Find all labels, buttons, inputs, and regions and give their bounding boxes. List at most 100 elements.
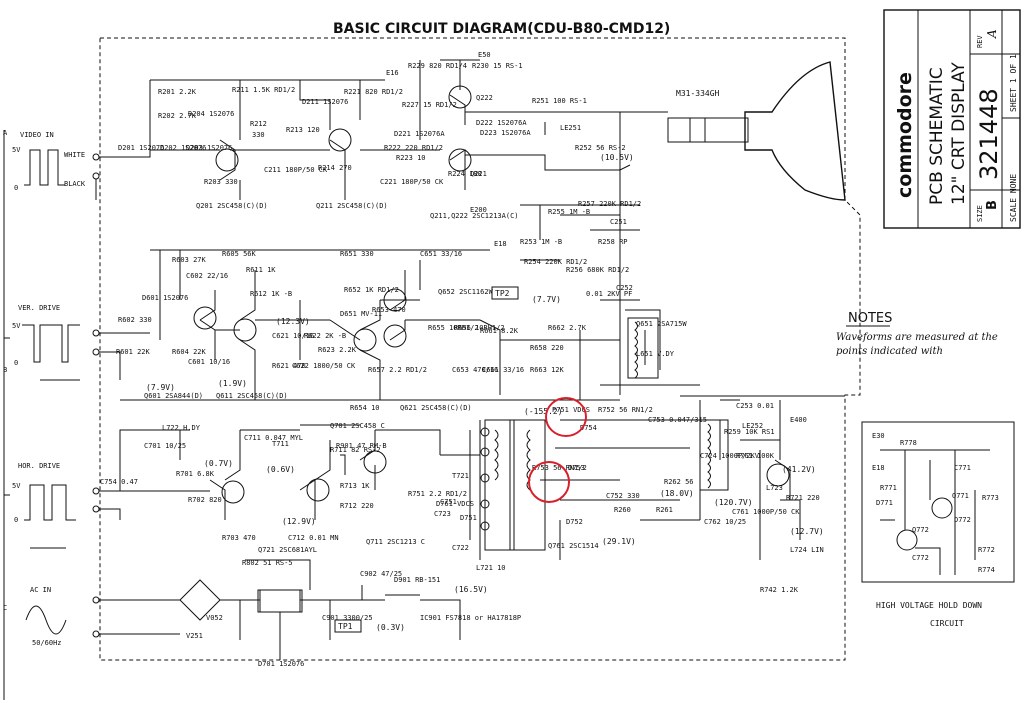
component-label: LE251 xyxy=(560,124,581,132)
component-label: C653 470/16 xyxy=(452,366,498,374)
component-label: R652 1K RD1/2 xyxy=(344,286,399,294)
hv-hold-down-block: E30 E18 R778 R771 C771 D771 Q771 R773 D7… xyxy=(861,421,1015,628)
component-label: R201 2.2K xyxy=(158,88,197,96)
component-label: V251 xyxy=(186,632,203,640)
ac-input: AC IN 50/60Hz xyxy=(25,586,100,647)
voltage-label: (7.7V) xyxy=(532,295,561,304)
component-label: E50 xyxy=(478,51,491,59)
component-label: R602 330 xyxy=(118,316,152,324)
component-label: C751 xyxy=(440,498,457,506)
component-label: C622 1800/50 CK xyxy=(292,362,356,370)
component-label: C602 22/16 xyxy=(186,272,228,280)
component-label: Q621 2SC458(C)(D) xyxy=(400,404,472,412)
voltage-label: (0.7V) xyxy=(204,459,233,468)
svg-text:0: 0 xyxy=(14,516,18,524)
component-label: R712 220 xyxy=(340,502,374,510)
voltage-label: (12.3V) xyxy=(276,317,310,326)
svg-text:R771: R771 xyxy=(880,484,897,492)
diagram-title: BASIC CIRCUIT DIAGRAM(CDU-B80-CMD12) xyxy=(333,21,670,37)
component-label: R663 12K xyxy=(530,366,565,374)
component-label: R223 10 xyxy=(396,154,426,162)
component-label: D223 1S2076A xyxy=(480,129,531,137)
component-label: R721 220 xyxy=(786,494,820,502)
hv-block-title: HIGH VOLTAGE HOLD DOWN xyxy=(876,601,982,610)
svg-text:R773: R773 xyxy=(982,494,999,502)
component-label: D601 1S2076 xyxy=(142,294,188,302)
component-label: D752 xyxy=(566,518,583,526)
voltage-labels: (7.7V)(12.3V)(7.9V)(1.9V)(0.7V)(10.5V)(0… xyxy=(146,153,824,632)
component-label: R230 15 RS-1 xyxy=(472,62,523,70)
component-label: R761 100K xyxy=(736,452,775,460)
component-label: R658 220 xyxy=(530,344,564,352)
video-input: VIDEO IN 5V 0 WHITE BLACK xyxy=(12,131,100,200)
component-label: R612 1K -B xyxy=(250,290,292,298)
scale-text: SCALE NONE xyxy=(1009,174,1018,222)
component-label: Q221 xyxy=(470,170,487,178)
title-block: commodore PCB SCHEMATIC 12" CRT DISPLAY … xyxy=(883,9,1021,229)
svg-text:R778: R778 xyxy=(900,439,917,447)
component-label: C753 0.047/315 xyxy=(648,416,707,424)
size-value: B xyxy=(985,200,1000,210)
component-label: Q761 2SC1514 xyxy=(548,542,599,550)
component-label: C211 180P/50 CK xyxy=(264,166,328,174)
hor-drive-input: HOR. DRIVE 5V 0 xyxy=(12,462,100,549)
notes-heading: NOTES xyxy=(848,311,892,326)
test-point-tp1: TP1 xyxy=(338,622,353,631)
component-label: L721 10 xyxy=(476,564,506,572)
component-label: R229 820 RD1/4 xyxy=(408,62,467,70)
highlight-circle-r753 xyxy=(545,397,587,437)
component-label: R713 1K xyxy=(340,482,370,490)
component-label: R260 xyxy=(614,506,631,514)
component-label: R701 6.8K xyxy=(176,470,215,478)
component-label: D203 1S2076 xyxy=(186,144,232,152)
component-label: V052 xyxy=(206,614,223,622)
ac-freq-label: 50/60Hz xyxy=(32,639,62,647)
component-label: P751 VDCS xyxy=(552,406,590,414)
component-label: C761 1000P/50 CK xyxy=(732,508,800,516)
voltage-label: (0.6V) xyxy=(266,465,295,474)
zone-letter-b: B xyxy=(3,366,7,374)
test-point-tp2: TP2 xyxy=(495,289,510,298)
drawing-number: 321448 xyxy=(975,88,1003,180)
notes-block: NOTES Waveforms are measured at the poin… xyxy=(836,311,998,357)
component-label: IC901 FS7818 or HA17818P xyxy=(420,614,521,622)
component-label: R202 2.7K xyxy=(158,112,197,120)
component-label: E16 xyxy=(386,69,399,77)
component-label: D751 xyxy=(460,514,477,522)
component-label: D211 1S2076 xyxy=(302,98,348,106)
component-label: 0.01 2KV PF xyxy=(586,290,632,298)
component-label: Q222 xyxy=(476,94,493,102)
component-label: R621 470 xyxy=(272,362,306,370)
component-label: R742 1.2K xyxy=(760,586,799,594)
component-label: Q211 2SC458(C)(D) xyxy=(316,202,388,210)
component-label: D901 RB-151 xyxy=(394,576,440,584)
transistors xyxy=(193,85,953,551)
notes-line1: Waveforms are measured at the xyxy=(836,332,998,343)
component-label: Q211,Q222 2SC1213A(C) xyxy=(430,212,519,220)
voltage-label: (10.5V) xyxy=(600,153,634,162)
svg-text:E18: E18 xyxy=(872,464,885,472)
component-label: R752 56 RN1/2 xyxy=(598,406,653,414)
component-label: R214 270 xyxy=(318,164,352,172)
highlight-marks xyxy=(528,397,587,503)
component-label: R212 xyxy=(250,120,267,128)
component-label: R622 2K -B xyxy=(304,332,346,340)
video-in-label: VIDEO IN xyxy=(20,131,54,139)
white-label: WHITE xyxy=(64,151,85,159)
component-label: T711 xyxy=(272,440,289,448)
component-label: R611 1K xyxy=(246,266,276,274)
component-label: R802 51 RS-5 xyxy=(242,559,293,567)
svg-text:D771: D771 xyxy=(876,499,893,507)
component-label: D221 1S2076A xyxy=(394,130,445,138)
component-label: C762 10/25 xyxy=(704,518,746,526)
sheet-frame: A B C xyxy=(3,129,10,700)
svg-text:5V: 5V xyxy=(12,146,21,154)
component-label: C601 10/16 xyxy=(188,358,230,366)
hv-block-subtitle: CIRCUIT xyxy=(930,619,964,628)
voltage-label: (12.9V) xyxy=(282,517,316,526)
test-points: TP2 TP1 xyxy=(334,286,519,633)
voltage-label: (1.9V) xyxy=(218,379,247,388)
component-label: L651 V.DY xyxy=(636,350,675,358)
component-label: D761 VDCS xyxy=(436,500,474,508)
component-label: C752 330 xyxy=(606,492,640,500)
